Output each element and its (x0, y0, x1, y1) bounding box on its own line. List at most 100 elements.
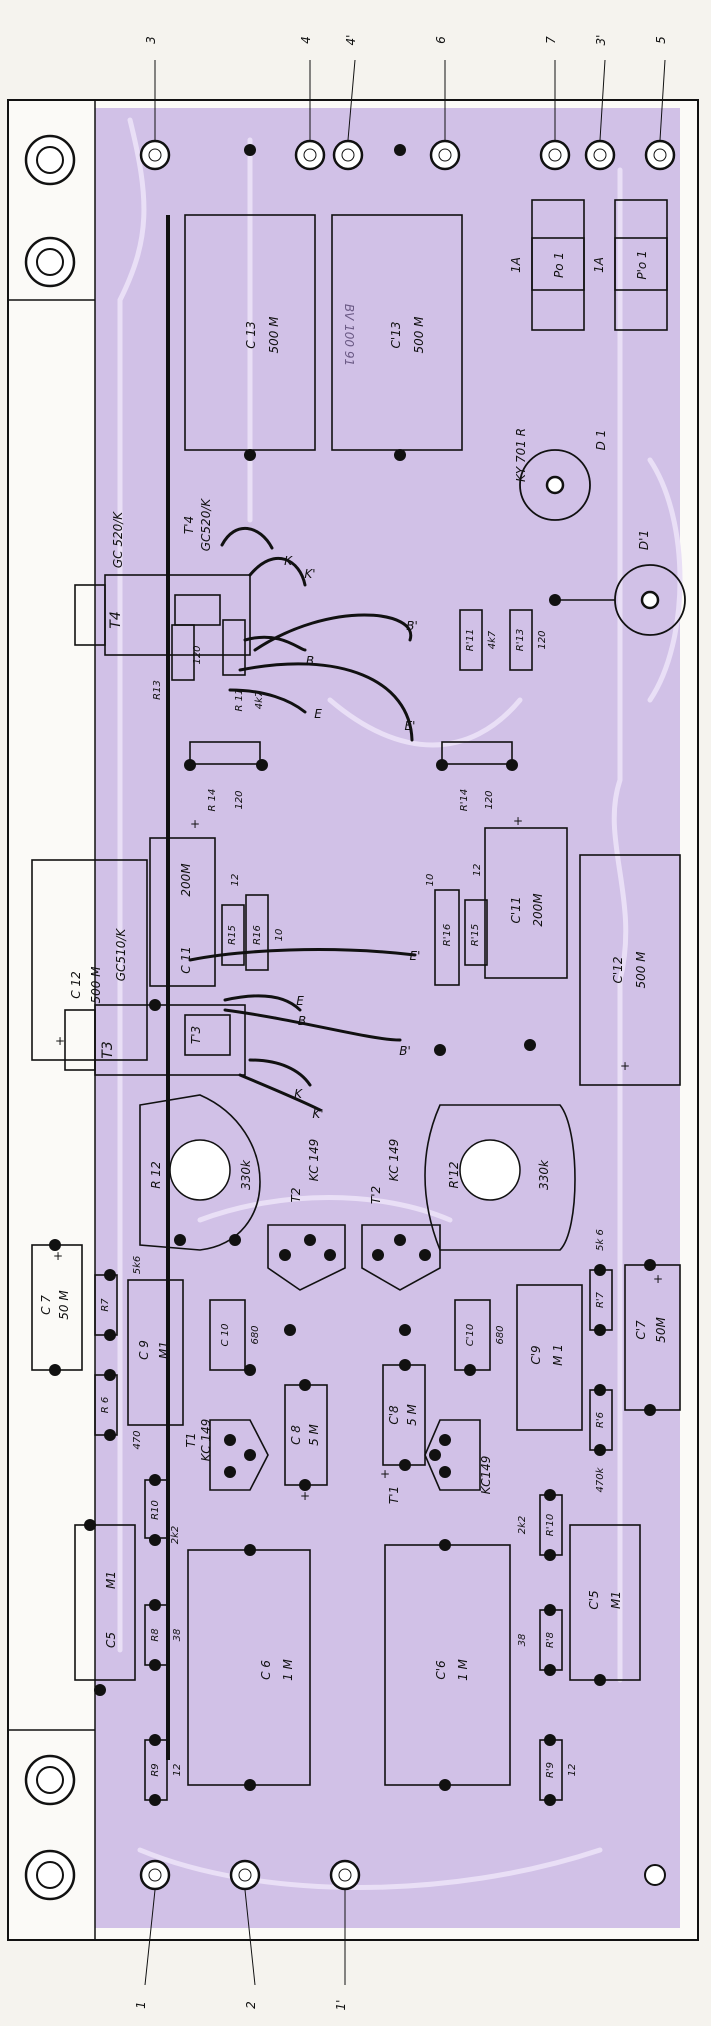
node-bp-mid: B' (399, 1044, 411, 1058)
terminal-3p-label: 3' (594, 35, 608, 46)
node-k-mid: K (294, 1087, 303, 1101)
fuse-po1-rating: 1A (509, 257, 523, 273)
transistor-t3 (64, 1004, 246, 1076)
solder-pad (174, 1234, 186, 1246)
solder-pad (84, 1519, 96, 1531)
t2-type: KC 149 (307, 1139, 321, 1182)
solder-pad (104, 1329, 116, 1341)
c8p-ref: C'8 (387, 1405, 401, 1425)
solder-pad (149, 1534, 161, 1546)
solder-pad (544, 1664, 556, 1676)
solder-pad (149, 1599, 161, 1611)
terminal-3-label: 3 (144, 36, 158, 44)
r15p-ref: R'15 (470, 924, 481, 946)
r10-value: 2k2 (170, 1526, 181, 1545)
r11-value: 4k7 (254, 690, 265, 709)
c8p-value: 5 M (405, 1403, 419, 1425)
c8-ref: C 8 (289, 1425, 303, 1445)
bottom-terminals (139, 1859, 361, 1986)
r13p-ref: R'13 (515, 629, 526, 651)
c8-plus: + (300, 1489, 310, 1503)
c9p-value: M 1 (551, 1344, 565, 1366)
transistor-t1-prime (424, 1419, 481, 1491)
solder-pad (544, 1604, 556, 1616)
c9p-ref: C'9 (529, 1345, 543, 1364)
terminal-4-label: 4 (299, 36, 313, 44)
node-kp-mid: K' (312, 1107, 323, 1121)
t2p-label: T'2 (369, 1186, 383, 1204)
solder-pad (149, 1659, 161, 1671)
transistor-t1 (209, 1419, 269, 1491)
capacitor-c11 (149, 837, 216, 987)
t1p-label: T'1 (387, 1486, 401, 1504)
c6-value: 1 M (281, 1658, 295, 1680)
c5-ref: C5 (104, 1632, 118, 1648)
fuse-po1-ref: Po 1 (552, 252, 566, 278)
solder-pad (104, 1369, 116, 1381)
r16-value: 10 (274, 929, 285, 942)
t3-type: GC510/K (114, 928, 128, 982)
solder-pad (544, 1794, 556, 1806)
r8p-ref: R'8 (545, 1632, 556, 1648)
c12p-plus: + (620, 1059, 630, 1073)
c7-plus: + (53, 1249, 63, 1263)
r16p-value: 10 (425, 874, 436, 887)
solder-pad (544, 1549, 556, 1561)
capacitor-c9 (127, 1279, 184, 1426)
c7-value: 50 M (57, 1290, 71, 1320)
node-kp-top: K' (304, 567, 315, 581)
solder-pad (394, 449, 406, 461)
c12p-ref: C'12 (611, 957, 625, 984)
solder-pad (94, 1684, 106, 1696)
solder-pad (244, 449, 256, 461)
solder-pad (244, 1779, 256, 1791)
node-e-top: E (314, 707, 322, 721)
resistor-r16-prime (434, 889, 460, 986)
capacitor-c5 (74, 1524, 136, 1681)
transistor-t4 (74, 574, 251, 656)
r12-ref: R 12 (149, 1161, 163, 1188)
c5p-ref: C'5 (587, 1590, 601, 1609)
t3-label: T3 (100, 1041, 116, 1058)
terminal-4p-label: 4' (344, 35, 358, 46)
solder-pad (644, 1259, 656, 1271)
solder-pad (49, 1239, 61, 1251)
t4p-type: GC520/K (199, 498, 213, 552)
fuse-po1-prime (614, 199, 668, 331)
resistor-r16 (245, 894, 269, 971)
r6-ref: R 6 (100, 1397, 111, 1414)
r6p-value: 470k (595, 1466, 606, 1492)
c5p-value: M1 (609, 1591, 623, 1609)
r12p-ref: R'12 (447, 1162, 461, 1189)
resistor-r15 (221, 904, 245, 966)
node-b-top: B (306, 654, 314, 668)
solder-pad (104, 1429, 116, 1441)
c12-value: 500 M (89, 966, 103, 1004)
t1p-type: KC149 (479, 1456, 493, 1495)
r8p-value: 38 (517, 1634, 528, 1647)
solder-pad (544, 1734, 556, 1746)
solder-pad (244, 1364, 256, 1376)
c10p-ref: C'10 (465, 1324, 476, 1346)
c9-ref: C 9 (137, 1340, 151, 1360)
solder-pad (256, 759, 268, 771)
solder-pad (299, 1479, 311, 1491)
solder-pad (244, 144, 256, 156)
r14-ref: R 14 (207, 789, 218, 812)
resistor-r14 (189, 741, 261, 765)
diode-type: KY 701 R (514, 428, 528, 482)
c11-plus: + (190, 817, 200, 831)
node-k-top: K (284, 554, 293, 568)
c9-value: M1 (157, 1341, 171, 1359)
solder-pad (544, 1489, 556, 1501)
node-ep-mid: E' (410, 949, 421, 963)
r9-value: 12 (172, 1764, 183, 1777)
terminal-1-label: 1 (134, 2001, 148, 2009)
r7p-value: 5k 6 (595, 1229, 606, 1251)
diode-d1 (519, 449, 591, 521)
solder-pad (399, 1324, 411, 1336)
r12p-value: 330k (537, 1159, 551, 1190)
node-b-mid: B (298, 1014, 306, 1028)
capacitor-c10 (209, 1299, 246, 1371)
